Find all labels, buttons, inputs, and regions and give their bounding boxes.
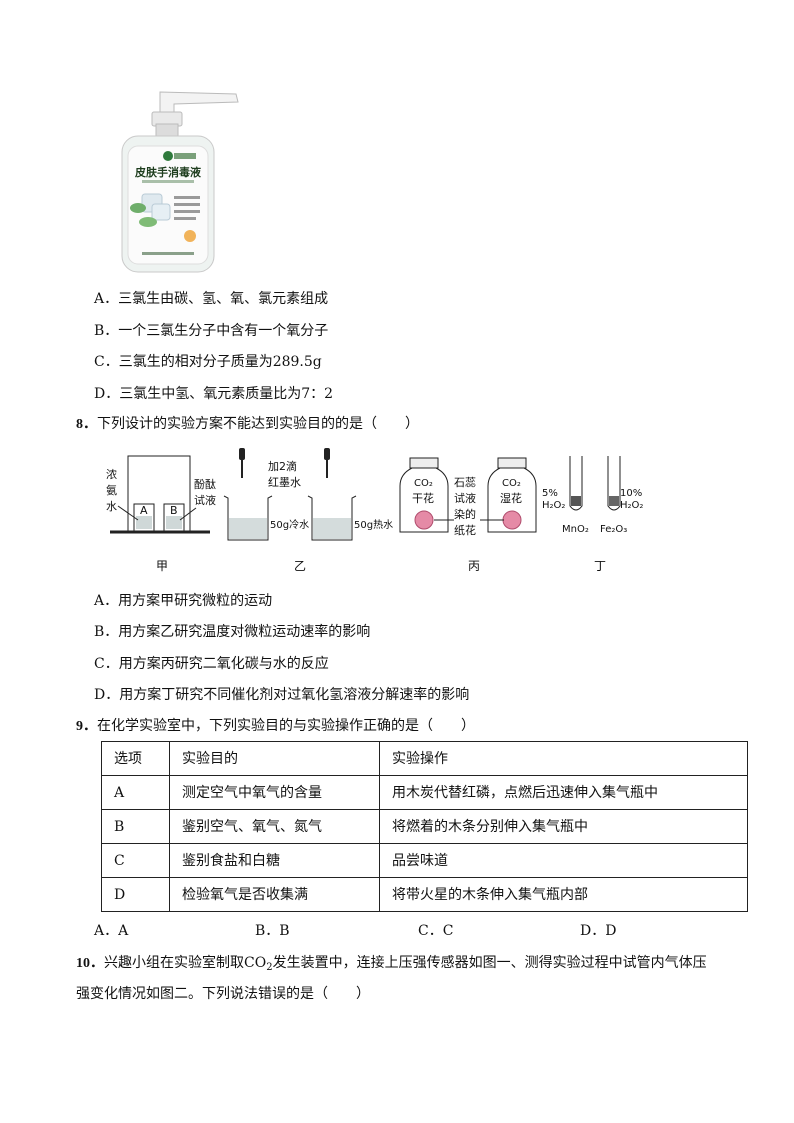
table-cell: C bbox=[101, 843, 170, 878]
jia-right-label-2: 试液 bbox=[194, 493, 216, 507]
table-cell: 用木炭代替红磷，点燃后迅速伸入集气瓶中 bbox=[379, 775, 748, 810]
bing-mid-label-2: 试液 bbox=[454, 491, 476, 505]
q9-option-b: B．B bbox=[255, 923, 290, 939]
bing-mid-label-4: 纸花 bbox=[454, 524, 476, 537]
q9-stem-text: 在化学实验室中，下列实验目的与实验操作正确的是（ ） bbox=[97, 718, 475, 734]
bottle-label-title: 皮肤手消毒液 bbox=[134, 165, 202, 179]
q9-option-c: C．C bbox=[418, 923, 454, 939]
yi-cold-water-label: 50g冷水 bbox=[270, 518, 309, 531]
q8-stem: 8．下列设计的实验方案不能达到实验目的的是（ ） bbox=[76, 414, 419, 435]
q9-table: 选项 实验目的 实验操作 A 测定空气中氧气的含量 用木炭代替红磷，点燃后迅速伸… bbox=[101, 741, 748, 912]
table-cell: 将带火星的木条伸入集气瓶内部 bbox=[379, 877, 748, 912]
q8-option-a: A．用方案甲研究微粒的运动 bbox=[94, 593, 273, 609]
table-header: 选项 bbox=[101, 741, 170, 776]
ding-right-percent: 10% bbox=[620, 488, 642, 499]
q9-stem: 9．在化学实验室中，下列实验目的与实验操作正确的是（ ） bbox=[76, 716, 475, 737]
q7-option-a: A．三氯生由碳、氢、氧、氯元素组成 bbox=[94, 291, 329, 307]
table-header-row: 选项 实验目的 实验操作 bbox=[101, 741, 748, 776]
beaker-a-label: A bbox=[140, 504, 148, 517]
table-cell: B bbox=[101, 809, 170, 844]
table-row: C 鉴别食盐和白糖 品尝味道 bbox=[101, 843, 748, 878]
table-row: A 测定空气中氧气的含量 用木炭代替红磷，点燃后迅速伸入集气瓶中 bbox=[101, 775, 748, 810]
q8-stem-text: 下列设计的实验方案不能达到实验目的的是（ ） bbox=[97, 416, 419, 432]
q8-experiment-figure: A B 浓 氨 水 酚酞 试液 甲 加2滴 红墨水 50g冷水 50g bbox=[106, 448, 643, 573]
caption-ding: 丁 bbox=[594, 559, 606, 573]
figure-yi: 加2滴 红墨水 50g冷水 50g热水 乙 bbox=[223, 448, 393, 573]
yi-drop-text-1: 加2滴 bbox=[268, 459, 297, 473]
q9-option-a: A．A bbox=[94, 923, 129, 939]
q10-stem-part2: 发生装置中，连接上压强传感器如图一、测得实验过程中试管内气体压 bbox=[272, 955, 707, 971]
ding-right-catalyst: Fe₂O₃ bbox=[600, 524, 627, 535]
q8-option-d: D．用方案丁研究不同催化剂对过氧化氢溶液分解速率的影响 bbox=[94, 687, 470, 703]
ding-right-h2o2: H₂O₂ bbox=[620, 500, 643, 511]
q10-stem-part1: 兴趣小组在实验室制取CO bbox=[104, 955, 267, 971]
yi-drop-text-2: 红墨水 bbox=[268, 476, 301, 489]
sanitizer-bottle-image: 皮肤手消毒液 bbox=[121, 91, 239, 273]
jia-left-label-2: 氨 bbox=[106, 484, 117, 497]
q8-option-b: B．用方案乙研究温度对微粒运动速率的影响 bbox=[94, 624, 371, 640]
yi-hot-water-label: 50g热水 bbox=[354, 518, 393, 531]
table-cell: 品尝味道 bbox=[379, 843, 748, 878]
table-cell: 将燃着的木条分别伸入集气瓶中 bbox=[379, 809, 748, 844]
bing-co2-left: CO₂ bbox=[414, 478, 433, 489]
table-cell: 测定空气中氧气的含量 bbox=[169, 775, 380, 810]
table-cell: 鉴别空气、氧气、氮气 bbox=[169, 809, 380, 844]
q10-stem-line-2: 强变化情况如图二。下列说法错误的是（ ） bbox=[76, 986, 370, 1002]
bing-co2-right: CO₂ bbox=[502, 478, 521, 489]
q7-option-c: C．三氯生的相对分子质量为289.5g bbox=[94, 354, 322, 370]
jia-left-label-1: 浓 bbox=[106, 468, 117, 481]
q8-number: 8． bbox=[76, 417, 97, 432]
figure-ding: 5% H₂O₂ MnO₂ 10% H₂O₂ Fe₂O₃ 丁 bbox=[542, 456, 643, 573]
q9-option-d: D．D bbox=[580, 923, 617, 939]
table-header: 实验目的 bbox=[169, 741, 380, 776]
bing-mid-label-3: 染的 bbox=[454, 507, 476, 521]
q10-stem-line-1: 10．兴趣小组在实验室制取CO2发生装置中，连接上压强传感器如图一、测得实验过程… bbox=[76, 953, 707, 978]
bing-wet-flower: 湿花 bbox=[500, 492, 522, 505]
bing-mid-label-1: 石蕊 bbox=[454, 476, 476, 489]
ding-left-percent: 5% bbox=[542, 488, 558, 499]
q8-option-c: C．用方案丙研究二氧化碳与水的反应 bbox=[94, 656, 329, 672]
caption-bing: 丙 bbox=[468, 559, 480, 573]
table-header: 实验操作 bbox=[379, 741, 748, 776]
q7-option-d: D．三氯生中氢、氧元素质量比为7：2 bbox=[94, 386, 334, 402]
caption-jia: 甲 bbox=[156, 559, 168, 573]
jia-left-label-3: 水 bbox=[106, 500, 117, 513]
table-row: D 检验氧气是否收集满 将带火星的木条伸入集气瓶内部 bbox=[101, 877, 748, 912]
jia-right-label-1: 酚酞 bbox=[194, 477, 216, 491]
table-cell: D bbox=[101, 877, 170, 912]
q10-stem-subscript: 2 bbox=[266, 962, 273, 973]
ding-left-h2o2: H₂O₂ bbox=[542, 500, 565, 511]
beaker-b-label: B bbox=[170, 504, 178, 517]
table-cell: 检验氧气是否收集满 bbox=[169, 877, 380, 912]
table-cell: 鉴别食盐和白糖 bbox=[169, 843, 380, 878]
q10-number: 10． bbox=[76, 956, 104, 971]
q7-option-b: B．一个三氯生分子中含有一个氧分子 bbox=[94, 323, 329, 339]
ding-left-catalyst: MnO₂ bbox=[562, 524, 589, 535]
table-row: B 鉴别空气、氧气、氮气 将燃着的木条分别伸入集气瓶中 bbox=[101, 809, 748, 844]
figure-bing: CO₂ 干花 CO₂ 湿花 石蕊 试液 染的 纸花 丙 bbox=[399, 457, 537, 573]
q9-number: 9． bbox=[76, 719, 97, 734]
table-cell: A bbox=[101, 775, 170, 810]
figure-jia: A B 浓 氨 水 酚酞 试液 甲 bbox=[106, 455, 216, 573]
bing-dry-flower: 干花 bbox=[412, 492, 434, 505]
caption-yi: 乙 bbox=[294, 559, 306, 573]
